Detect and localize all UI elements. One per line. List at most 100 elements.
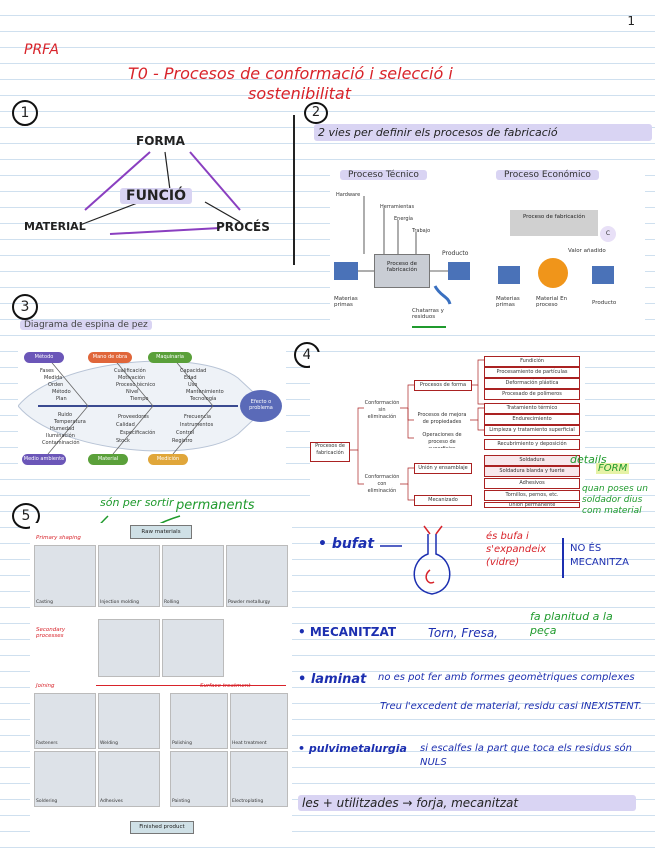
fish-node-metodo: Método — [24, 352, 64, 363]
fish-label: Instrumentos — [180, 422, 214, 428]
tree-leaf: Adhesivos — [484, 478, 580, 489]
primary-label: Primary shaping — [36, 535, 81, 541]
triangle-diagram — [79, 151, 241, 235]
section2-heading: 2 vies per definir els procesos de fabri… — [314, 124, 652, 141]
tree-leaf: Tratamiento térmico — [484, 403, 580, 414]
fish-label: Control — [176, 430, 195, 436]
primary-img-2 — [98, 545, 160, 607]
surface-caption: Heat treatment — [232, 741, 267, 746]
fish-label: Mantenimiento — [186, 389, 224, 395]
fish-label: Motivación — [118, 375, 146, 381]
note-mecanitzat: • MECANITZAT — [298, 625, 397, 639]
tree-leaf: Unión permanente — [484, 502, 580, 508]
primary-img-1 — [34, 545, 96, 607]
note-bufa-text: és bufa i s'expandeix (vidre) — [486, 531, 547, 568]
page-number: 1 — [627, 14, 635, 28]
label-forma: FORMA — [136, 134, 185, 148]
note-permanents: permanents — [176, 498, 255, 513]
fish-label: Iluminación — [46, 433, 75, 439]
fish-label: Medida — [44, 375, 63, 381]
label-material: MATERIAL — [24, 220, 86, 233]
surface-img-3 — [170, 751, 228, 807]
tree-root: Procesos de fabricación — [310, 442, 350, 462]
tree-leaf: Fundición — [484, 356, 580, 367]
fish-head: Efecto o problema — [240, 390, 282, 422]
fish-label: Calidad — [116, 422, 135, 428]
tecnico-output-block — [448, 262, 470, 280]
fish-label: Stock — [116, 438, 130, 444]
fish-node-material: Material — [88, 454, 128, 465]
tecnico-in-mat: Materias primas — [334, 296, 358, 308]
tree-leaf: Endurecimiento — [484, 414, 580, 425]
section-number-3: 3 — [12, 294, 38, 320]
fish-label: Proceso técnico — [116, 382, 156, 388]
tree-mid-top: Conformación sin eliminación — [364, 400, 400, 418]
fish-label: Método — [52, 389, 71, 395]
primary-caption: Casting — [36, 600, 53, 605]
tree-leaf: Soldadura — [484, 455, 580, 466]
eco-material-circle — [538, 258, 568, 288]
note-pulvi-text: si escalfes la part que toca els residus… — [420, 743, 632, 768]
fish-label: Edad — [184, 375, 197, 381]
fish-label: Temperatura — [54, 419, 86, 425]
joining-img-2 — [98, 693, 160, 749]
joining-label: Joining — [36, 683, 55, 689]
eco-c: C — [600, 226, 616, 242]
note-details: details — [570, 453, 607, 466]
note-pulvi: • pulvimetalurgia — [298, 742, 407, 755]
eco-material: Material En proceso — [536, 296, 568, 308]
secondary-label: Secondary processes — [36, 627, 66, 639]
fish-label: Especificación — [120, 430, 156, 436]
note-join: quan poses un soldador dius com material — [582, 484, 648, 516]
raw-box: Raw materials — [130, 525, 192, 539]
tree-leaf: Recubrimiento y deposición — [484, 439, 580, 450]
joining-caption: Welding — [100, 741, 119, 746]
section2-panel: Proceso Técnico Proceso Económico Hardwa… — [330, 166, 645, 332]
title-line1: T0 - Procesos de conformació i selecció … — [128, 64, 453, 83]
flask-sketch — [380, 525, 451, 595]
tree-branch3: Operaciones de proceso de superficies — [414, 432, 470, 448]
fish-label: Plan — [56, 396, 67, 402]
surface-caption: Electroplating — [232, 799, 264, 804]
finished-box: Finished product — [130, 821, 194, 834]
tree-mid-bottom: Conformación con eliminación — [364, 474, 400, 494]
fish-label: Ruido — [58, 412, 73, 418]
fish-label: Uso — [188, 382, 198, 388]
note-bracket — [562, 538, 564, 578]
fish-node-medio: Medio ambiente — [22, 454, 66, 465]
note-fa-planitud: fa planitud a la peça — [530, 610, 613, 637]
tree-branch5: Mecanizado — [414, 495, 472, 506]
secondary-img-1 — [98, 619, 160, 677]
fish-label: Tiempo — [130, 396, 149, 402]
surface-caption: Painting — [172, 799, 191, 804]
fish-label: Proveedores — [118, 414, 149, 420]
fish-label: Cualificación — [114, 368, 146, 374]
tree-leaf: Procesamiento de partículas — [484, 367, 580, 378]
surface-img-4 — [230, 751, 288, 807]
economico-title: Proceso Económico — [496, 170, 599, 180]
surface-img-1 — [170, 693, 228, 749]
eco-producto: Producto — [592, 300, 617, 306]
section-number-2: 2 — [304, 102, 328, 124]
title-line2: sostenibilitat — [248, 84, 352, 103]
primary-caption: Powder metallurgy — [228, 600, 271, 605]
label-funcio: FUNCIÓ — [120, 188, 193, 204]
fish-label: Registro — [172, 438, 193, 444]
note-form: FORM — [596, 463, 630, 474]
note-no-es: NO ÉS MECANITZA — [570, 543, 629, 568]
tecnico-waste: Chatarras y residuos — [412, 308, 444, 320]
eco-materias: Materias primas — [496, 296, 520, 308]
fish-node-medicion: Medición — [148, 454, 188, 465]
tecnico-input-2: Herramientas — [380, 204, 415, 210]
surface-label: Surface treatment — [200, 683, 251, 689]
split-line — [96, 685, 286, 686]
primary-caption: Rolling — [164, 600, 180, 605]
note-torn: Torn, Fresa, — [428, 626, 498, 640]
note-laminat-text: no es pot fer amb formes geomètriques co… — [378, 672, 635, 683]
surface-caption: Polishing — [172, 741, 192, 746]
tecnico-box: Proceso de fabricación — [374, 254, 430, 288]
fish-node-maquinaria: Maquinaria — [148, 352, 192, 363]
tree-branch1: Procesos de forma — [414, 380, 472, 391]
joining-caption: Fasteners — [36, 741, 58, 746]
tree-leaf: Soldadura blanda y fuerte — [484, 466, 580, 477]
